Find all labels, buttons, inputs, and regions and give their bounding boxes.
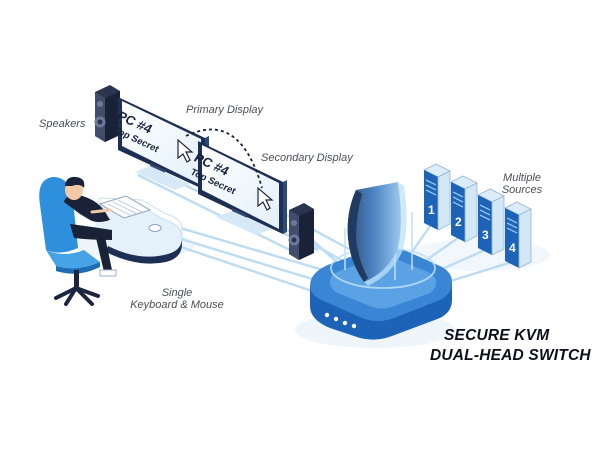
single-keyboard-line2: Keyboard & Mouse xyxy=(130,299,224,311)
server-icon: 1 xyxy=(423,163,451,231)
cursor-icon xyxy=(257,186,274,211)
multiple-sources-label: Multiple Sources xyxy=(487,172,557,196)
server-icon: 4 xyxy=(504,201,532,269)
product-title: SECURE KVM DUAL-HEAD SWITCH xyxy=(430,327,591,365)
primary-display: PC #4 Top Secret xyxy=(111,97,209,190)
server-number: 3 xyxy=(482,228,489,242)
cursor-path-arrow xyxy=(185,128,263,189)
speakers-label: Speakers xyxy=(39,118,86,130)
kvm-switch-icon xyxy=(310,212,452,340)
single-keyboard-mouse-label: Single Keyboard & Mouse xyxy=(122,287,232,311)
server-icon: 3 xyxy=(477,188,505,256)
cursor-icon xyxy=(177,138,194,163)
product-title-line2: DUAL-HEAD SWITCH xyxy=(430,347,591,364)
shield-icon xyxy=(347,182,407,286)
mouse-icon xyxy=(148,224,162,232)
server-number: 2 xyxy=(455,215,462,229)
server-number: 4 xyxy=(509,241,516,255)
speaker-icon xyxy=(288,203,314,260)
keyboard-icon xyxy=(98,195,152,219)
single-keyboard-line1: Single xyxy=(161,287,193,299)
multiple-sources-line1: Multiple xyxy=(503,172,541,184)
user-figure-icon xyxy=(64,176,117,277)
multiple-sources-line2: Sources xyxy=(501,184,543,196)
server-number: 1 xyxy=(428,203,435,217)
product-title-line1: SECURE KVM xyxy=(444,327,550,344)
secondary-display-label: Secondary Display xyxy=(261,152,353,164)
speaker-icon xyxy=(94,85,120,142)
servers: 1 2 3 4 xyxy=(423,163,532,269)
desk-icon xyxy=(93,197,183,264)
server-icon: 2 xyxy=(450,175,478,243)
primary-display-label: Primary Display xyxy=(186,104,264,116)
